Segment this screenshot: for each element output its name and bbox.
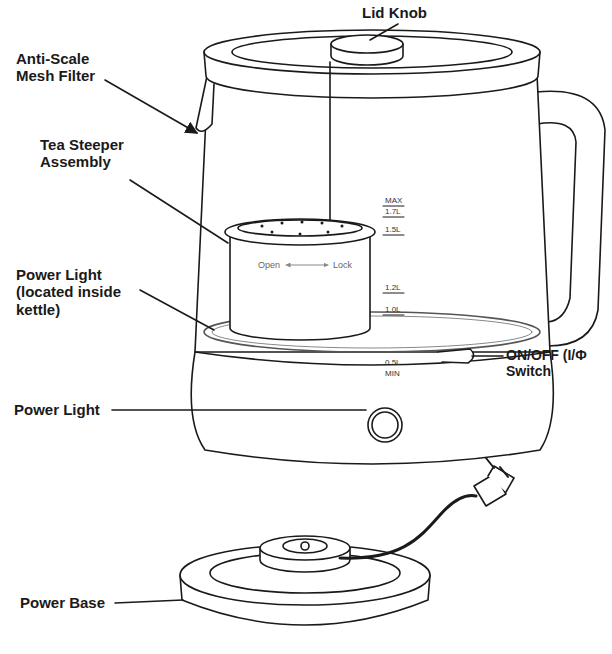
part-label: Tea Steeper Assembly (40, 136, 140, 171)
part-label: Anti-Scale Mesh Filter (16, 50, 111, 85)
lock-mark: Lock (333, 261, 352, 270)
part-label: Power Base (20, 594, 105, 611)
scale-mark: 1.7L (385, 208, 401, 216)
part-label: ON/OFF (I/Φ Switch (506, 347, 606, 379)
scale-mark: 1.5L (385, 226, 401, 234)
part-label: Power Light (14, 401, 100, 418)
scale-mark: MAX (385, 197, 402, 205)
scale-mark: 0.5L (385, 359, 401, 367)
part-label: Power Light (located inside kettle) (16, 266, 138, 318)
scale-mark: 1.2L (385, 284, 401, 292)
scale-mark: MIN (385, 370, 400, 378)
scale-mark: 1.0L (385, 306, 401, 314)
lock-mark: Open (258, 261, 280, 270)
part-label: Lid Knob (362, 4, 427, 21)
